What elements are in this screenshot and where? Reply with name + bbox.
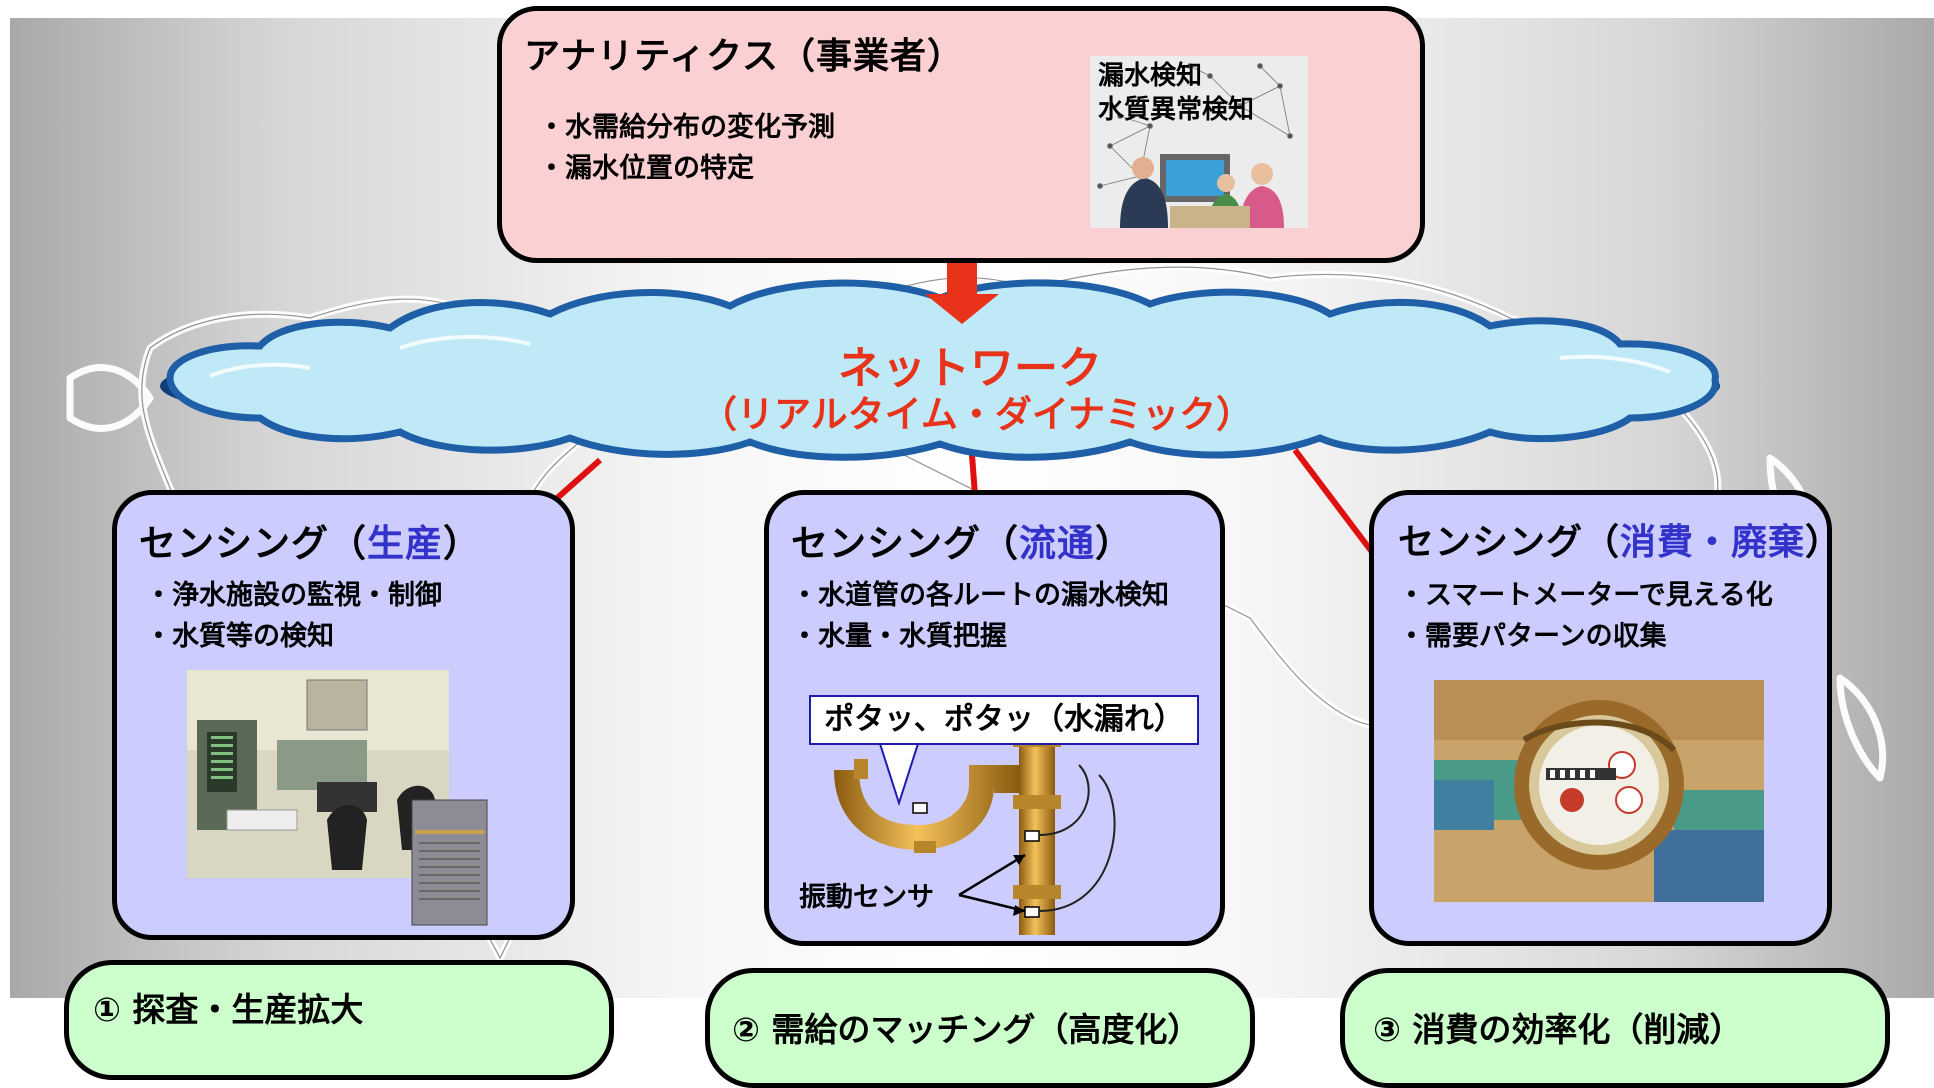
analytics-image-label: 漏水検知 [1098, 61, 1203, 91]
connector-line-production [553, 457, 602, 503]
network-cloud [160, 279, 1720, 461]
leak-callout: ポタッ、ポタッ（水漏れ） [809, 695, 1199, 745]
analytics-image-label: 水質異常検知 [1098, 95, 1255, 125]
network-sublabel: （リアルタイム・ダイナミック） [700, 393, 1254, 436]
sensing-bullet: ・需要パターンの収集 [1398, 621, 1667, 652]
outcome-box-exploration: ① 探査・生産拡大 [64, 960, 614, 1080]
sensing-bullet: ・水質等の検知 [145, 621, 334, 652]
sensing-bullets: ・浄水施設の監視・制御 ・水質等の検知 [145, 575, 442, 657]
sensing-bullet: ・浄水施設の監視・制御 [145, 580, 442, 611]
sensing-bullet: ・水量・水質把握 [791, 621, 1007, 652]
sensing-title-highlight: 消費・廃棄 [1620, 522, 1806, 563]
sensing-title-suffix: ） [1805, 522, 1843, 563]
analytics-bullet: ・漏水位置の特定 [538, 153, 754, 184]
outcome-box-efficiency: ③ 消費の効率化（削減） [1340, 968, 1890, 1088]
diagram-stage: ネットワーク （リアルタイム・ダイナミック） アナリティクス（事業者） ・水需給… [10, 6, 1934, 1088]
sensing-bullets: ・スマートメーターで見える化 ・需要パターンの収集 [1398, 575, 1773, 657]
sensing-title-highlight: 生産 [367, 522, 443, 565]
network-graph-illustration [1090, 56, 1308, 228]
sensing-title-prefix: センシング（ [791, 522, 1019, 565]
sensing-box-consumption: センシング（消費・廃棄） ・スマートメーターで見える化 ・需要パターンの収集 [1369, 490, 1841, 946]
control-room-image [187, 670, 488, 926]
outcome-box-matching: ② 需給のマッチング（高度化） [705, 968, 1255, 1088]
sensing-title: センシング（流通） [791, 513, 1133, 567]
sensing-title: センシング（消費・廃棄） [1398, 513, 1842, 565]
sensing-box-production: センシング（生産） ・浄水施設の監視・制御 ・水質等の検知 [112, 490, 575, 940]
outcome-label: ③ 消費の効率化（削減） [1373, 1010, 1743, 1049]
analytics-title: アナリティクス（事業者） [524, 36, 965, 77]
sensing-title-suffix: ） [1095, 522, 1133, 565]
analytics-meeting-image: 漏水検知 水質異常検知 [1090, 56, 1308, 228]
sensing-title-suffix: ） [443, 522, 481, 565]
connector-line-consumption [1292, 448, 1375, 554]
analytics-bullets: ・水需給分布の変化予測 ・漏水位置の特定 [538, 107, 835, 189]
sensing-bullet: ・水道管の各ルートの漏水検知 [791, 580, 1169, 611]
vibration-sensor-label: 振動センサ [799, 882, 934, 913]
sensing-bullet: ・スマートメーターで見える化 [1398, 580, 1773, 611]
outcome-label: ② 需給のマッチング（高度化） [732, 1010, 1201, 1049]
outcome-label: ① 探査・生産拡大 [93, 990, 364, 1029]
connector-line-distribution [969, 454, 978, 496]
sensing-title-prefix: センシング（ [139, 522, 367, 565]
sensing-bullets: ・水道管の各ルートの漏水検知 ・水量・水質把握 [791, 575, 1169, 657]
analytics-box: アナリティクス（事業者） ・水需給分布の変化予測 ・漏水位置の特定 [497, 6, 1425, 263]
water-meter-image [1434, 680, 1764, 902]
sensing-title: センシング（生産） [139, 513, 481, 567]
analytics-bullet: ・水需給分布の変化予測 [538, 112, 835, 143]
network-label: ネットワーク [838, 343, 1102, 394]
sensing-title-highlight: 流通 [1019, 522, 1095, 565]
sensing-box-distribution: センシング（流通） ・水道管の各ルートの漏水検知 ・水量・水質把握 [764, 490, 1225, 946]
sensing-title-prefix: センシング（ [1398, 522, 1621, 563]
connector-lines [553, 448, 1375, 554]
